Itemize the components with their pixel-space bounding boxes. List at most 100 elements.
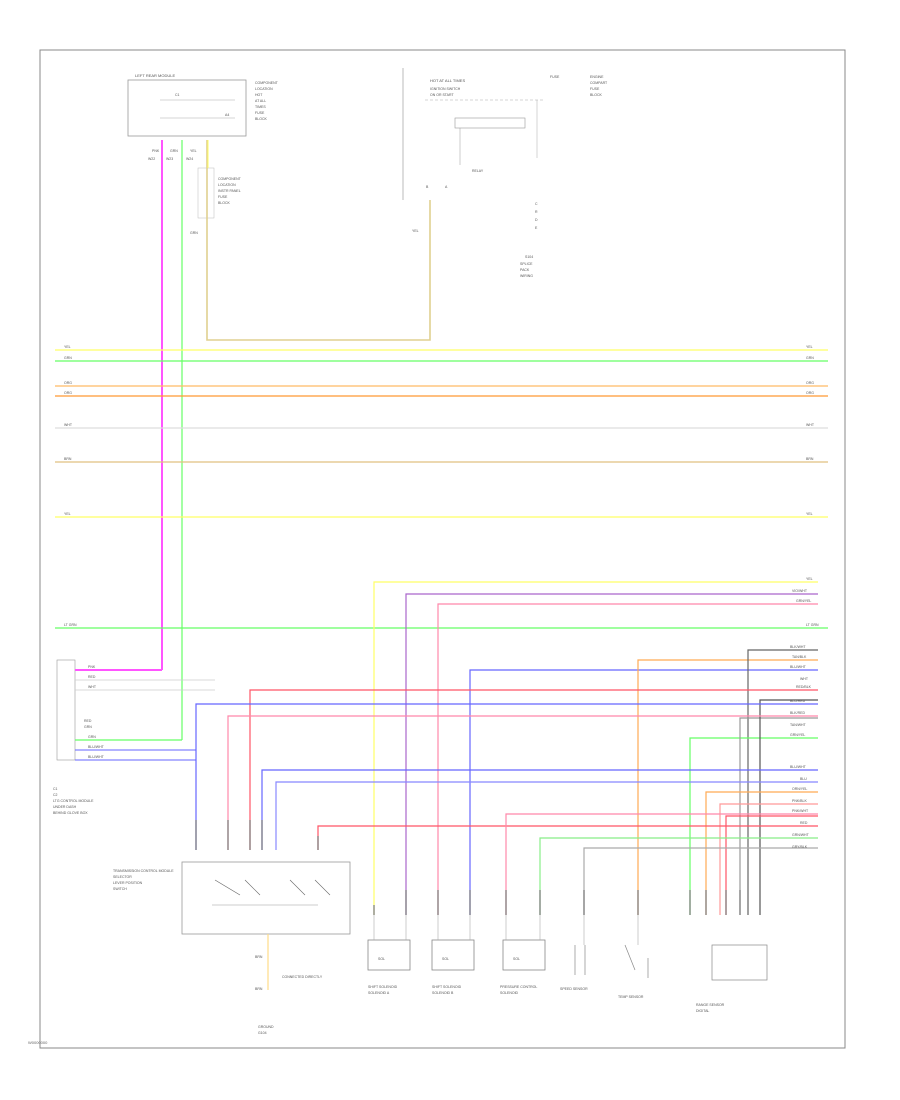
svg-text:PNK: PNK [152,149,160,153]
svg-text:SOL: SOL [378,957,385,961]
svg-text:FUSE: FUSE [218,195,228,199]
svg-text:GRN: GRN [88,735,96,739]
svg-text:C: C [535,202,538,206]
svg-text:BLU: BLU [800,777,807,781]
svg-text:DIGITAL: DIGITAL [696,1009,709,1013]
svg-text:FUSE: FUSE [550,75,560,79]
bus-wire-label-right: GRN [806,356,814,360]
solenoid-3: SOL PRESSURE CONTROL SOLENOID [500,939,546,995]
svg-text:RED/BLK: RED/BLK [796,685,812,689]
svg-text:GRN: GRN [190,231,198,235]
bus-wire-label-left: ORG [64,391,72,395]
bus-wire-label-left: LT GRN [64,623,77,627]
svg-text:W22: W22 [148,157,155,161]
bus-wire-label-right: YEL [806,512,813,516]
svg-text:BLU/WHT: BLU/WHT [88,755,105,759]
svg-text:SWITCH: SWITCH [113,887,127,891]
top-right-splice: C R D E S104 SPLICE PACK WIRING [520,202,538,278]
svg-text:W23: W23 [166,157,173,161]
solenoid-2-label: SHIFT SOLENOID [432,985,462,989]
top-left-pin-labels: PNK GRN YEL W22 W23 W24 [148,149,197,161]
bus-wire-label-right: BRN [806,457,814,461]
bus-wire-label-left: GRN [64,356,72,360]
svg-text:PACK: PACK [520,268,530,272]
svg-text:GRN: GRN [170,149,178,153]
svg-text:PNK/BLK: PNK/BLK [792,799,807,803]
svg-text:BLU/WHT: BLU/WHT [790,765,807,769]
top-left-subblock: COMPONENT LOCATION INSTR PANEL FUSE BLOC… [190,167,242,235]
svg-text:GRN/YEL: GRN/YEL [796,599,811,603]
svg-text:GRY/BLK: GRY/BLK [792,845,808,849]
switch-unit: TRANSMISSION CONTROL MODULE SELECTOR LEV… [113,861,351,1035]
tcm-label: LTG CONTROL MODULE [53,799,94,803]
svg-text:HOT: HOT [255,93,263,97]
left-connector-block: PNK RED WHT RED GRN GRN BLU/WHT BLU/WHT … [53,659,215,815]
bus-wire-label-right: WHT [806,423,815,427]
bus-wire-label-right: ORG [806,391,814,395]
svg-text:COMPART: COMPART [590,81,608,85]
svg-text:G104: G104 [258,1031,267,1035]
svg-text:W24: W24 [186,157,193,161]
solenoid-1-label: SHIFT SOLENOID [368,985,398,989]
svg-text:WHT: WHT [88,685,97,689]
svg-text:SPLICE: SPLICE [520,262,533,266]
switch-unit-label: TRANSMISSION CONTROL MODULE [113,869,174,873]
svg-text:INSTR PANEL: INSTR PANEL [218,189,241,193]
bus-wire-label-right: YEL [806,345,813,349]
top-left-module-label: LEFT REAR MODULE [135,73,175,78]
svg-text:LOCATION: LOCATION [255,87,273,91]
svg-text:SOLENOID: SOLENOID [500,991,519,995]
svg-text:COMPONENT: COMPONENT [255,81,279,85]
bottom-drop-lines [373,915,639,945]
sensor-1-label: SPEED SENSOR [560,987,588,991]
svg-text:C2: C2 [53,793,58,797]
svg-text:S104: S104 [525,255,533,259]
svg-text:COMPONENT: COMPONENT [218,177,242,181]
svg-text:YEL: YEL [412,229,419,233]
right-edge-labels: YEL VIO/WHT GRN/YEL BLK/WHT TAN/BLK BLU/… [790,577,813,849]
right-side-wires [195,581,818,915]
solenoid-1: SOL SHIFT SOLENOID SOLENOID A [367,939,411,995]
svg-text:VIO/WHT: VIO/WHT [792,589,808,593]
svg-text:SOLENOID B: SOLENOID B [432,991,454,995]
svg-text:SOL: SOL [442,957,449,961]
svg-text:LEVER POSITION: LEVER POSITION [113,881,143,885]
svg-text:UNDER DASH: UNDER DASH [53,805,77,809]
bus-wire-label-right: ORG [806,381,814,385]
diagram-border [39,49,846,1049]
svg-text:AT ALL: AT ALL [255,99,266,103]
svg-text:B: B [426,185,429,189]
bus-wire-label-left: ORG [64,381,72,385]
svg-text:TIMES: TIMES [255,105,266,109]
sensor-3: RANGE SENSOR DIGITAL [696,944,768,1013]
svg-text:TAN/WHT: TAN/WHT [790,723,807,727]
svg-text:BRN: BRN [255,955,263,959]
svg-text:GRN/WHT: GRN/WHT [792,833,810,837]
svg-text:ORN/YEL: ORN/YEL [792,787,807,791]
svg-text:RED: RED [84,719,92,723]
svg-text:BLU/WHT: BLU/WHT [790,665,807,669]
svg-text:BLOCK: BLOCK [218,201,231,205]
svg-text:TAN/BLK: TAN/BLK [792,655,807,659]
svg-text:BEHIND GLOVE BOX: BEHIND GLOVE BOX [53,811,88,815]
svg-text:CONNECTED DIRECTLY: CONNECTED DIRECTLY [282,975,323,979]
top-center-module: HOT AT ALL TIMES IGNITION SWITCH ON OR S… [402,68,608,233]
svg-text:RELAY: RELAY [472,169,484,173]
svg-text:PNK/WHT: PNK/WHT [792,809,809,813]
svg-text:BLK/WHT: BLK/WHT [790,645,806,649]
svg-text:E: E [535,226,538,230]
solenoid-3-label: PRESSURE CONTROL [500,985,537,989]
svg-text:FUSE: FUSE [255,111,265,115]
svg-text:BLOCK: BLOCK [255,117,268,121]
svg-text:PNK: PNK [88,665,96,669]
svg-text:SELECTOR: SELECTOR [113,875,132,879]
ground-label: GROUND [258,1025,274,1029]
svg-text:FUSE: FUSE [590,87,600,91]
sensor-3-label: RANGE SENSOR [696,1003,725,1007]
sensor-2: TEMP SENSOR [618,944,649,999]
sensor-2-label: TEMP SENSOR [618,995,644,999]
svg-text:WHT: WHT [800,677,809,681]
svg-text:BLU/WHT: BLU/WHT [88,745,105,749]
